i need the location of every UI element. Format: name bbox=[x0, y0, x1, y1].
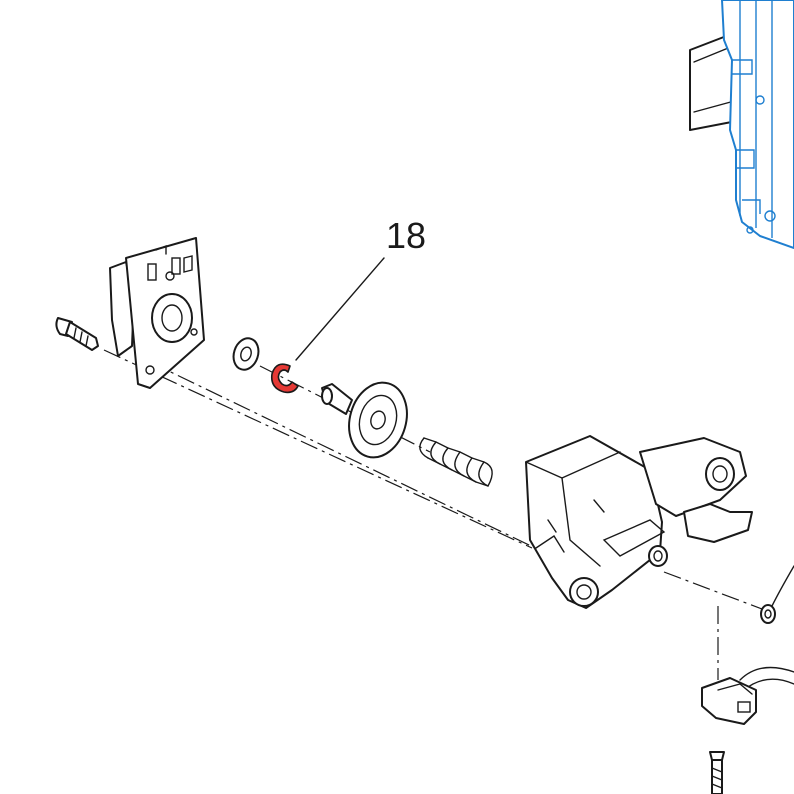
partial-component-edge bbox=[771, 565, 794, 607]
small-washer-right bbox=[760, 604, 776, 624]
reference-frame-bracket bbox=[689, 0, 794, 249]
callout-18: 18 bbox=[295, 215, 426, 361]
callout-label-18: 18 bbox=[386, 215, 426, 256]
compression-spring bbox=[419, 437, 493, 487]
assembly-axes bbox=[103, 349, 771, 680]
screw-bottom bbox=[709, 751, 725, 794]
mounting-bracket-plate bbox=[109, 237, 205, 389]
e-ring-part-18 bbox=[270, 363, 299, 394]
screw-left bbox=[55, 317, 99, 351]
main-housing bbox=[525, 435, 753, 609]
shaft-disc-pulley bbox=[321, 381, 408, 459]
sensor-with-cable bbox=[701, 666, 794, 725]
flat-washer bbox=[232, 337, 260, 371]
